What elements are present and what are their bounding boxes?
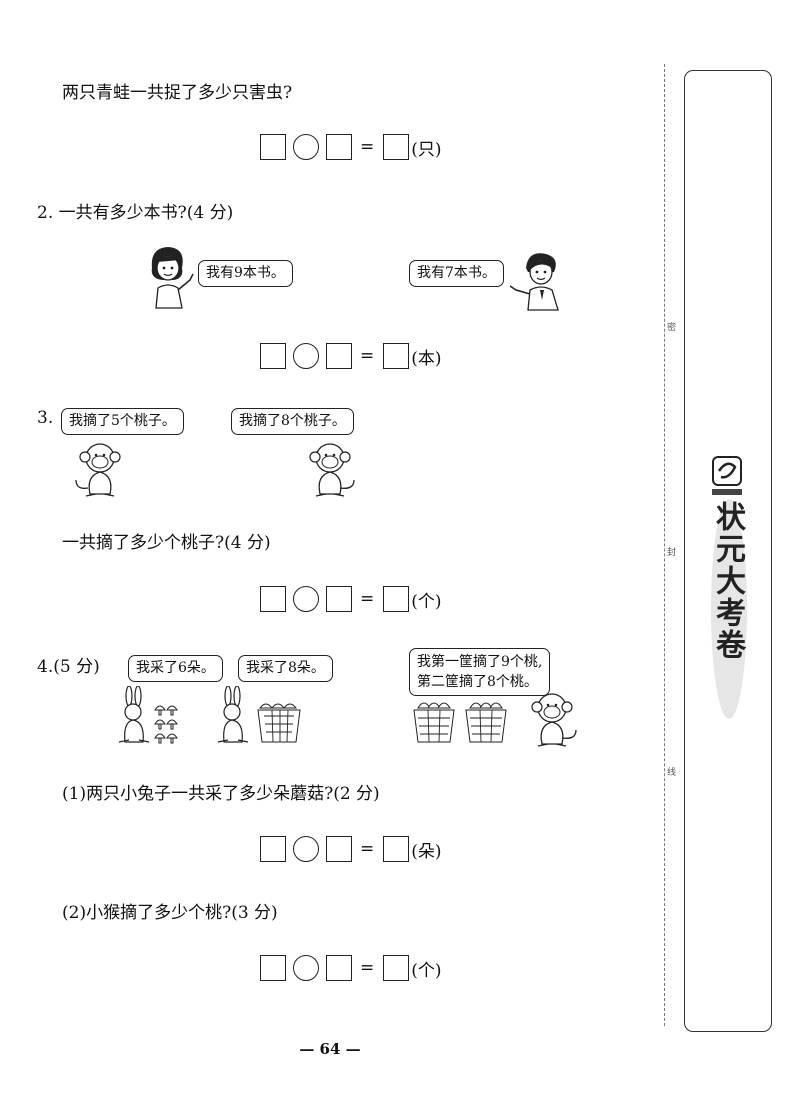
unit-label: (个) [411, 591, 442, 612]
monkey-illustration [75, 443, 121, 497]
question-1-text: 两只青蛙一共捉了多少只害虫? [62, 83, 293, 103]
result-box[interactable] [383, 134, 410, 160]
rabbit-with-mushrooms-illustration [118, 686, 178, 744]
operator-circle[interactable] [293, 955, 319, 981]
monkey-illustration [309, 443, 355, 497]
brand-logo [711, 456, 747, 719]
result-box[interactable] [383, 836, 410, 862]
page-number: — 64 — [299, 1040, 361, 1058]
result-box[interactable] [383, 955, 410, 981]
brand-logo-text: 状元大考卷 [710, 501, 745, 661]
equation-q1: = (只) [260, 133, 442, 161]
operator-circle[interactable] [293, 586, 319, 612]
equals-sign: = [360, 346, 375, 366]
unit-label: (朵) [411, 841, 442, 862]
answer-box[interactable] [260, 836, 286, 862]
binding-cut-line [664, 64, 665, 1026]
peach-baskets-illustration [413, 702, 507, 743]
speech-bubble-boy: 我有7本书。 [409, 260, 504, 287]
question-3-text: 一共摘了多少个桃子?(4 分) [62, 533, 271, 553]
operator-circle[interactable] [293, 343, 319, 369]
cut-label-feng: 封 [667, 548, 677, 558]
unit-label: (本) [411, 348, 442, 369]
answer-box[interactable] [326, 134, 352, 160]
equals-sign: = [360, 589, 375, 609]
rabbit-with-basket-illustration [217, 686, 301, 743]
speech-bubble-rabbit-2: 我采了8朵。 [238, 655, 333, 682]
equation-q4-2: = (个) [260, 954, 442, 982]
equation-q2: = (本) [260, 342, 442, 370]
sidebar-panel: 状元大考卷 [684, 70, 772, 1032]
operator-circle[interactable] [293, 134, 319, 160]
question-4-2-text: (2)小猴摘了多少个桃?(3 分) [62, 903, 278, 923]
question-3-number: 3. [37, 408, 54, 428]
boy-illustration [509, 253, 559, 311]
monkey-illustration [531, 693, 577, 747]
equals-sign: = [360, 958, 375, 978]
unit-label: (个) [411, 960, 442, 981]
equation-q3: = (个) [260, 585, 442, 613]
cut-label-mi: 密 [667, 323, 677, 333]
result-box[interactable] [383, 586, 410, 612]
answer-box[interactable] [260, 586, 286, 612]
unit-label: (只) [411, 139, 442, 160]
question-2-title: 2. 一共有多少本书?(4 分) [37, 203, 234, 223]
equals-sign: = [360, 137, 375, 157]
equals-sign: = [360, 839, 375, 859]
speech-bubble-girl: 我有9本书。 [198, 260, 293, 287]
answer-box[interactable] [260, 955, 286, 981]
answer-box[interactable] [326, 586, 352, 612]
speech-bubble-rabbit-1: 我采了6朵。 [128, 655, 223, 682]
equation-q4-1: = (朵) [260, 835, 442, 863]
girl-illustration [151, 247, 194, 309]
bubble-line-2: 第二筐摘了8个桃。 [417, 674, 538, 690]
bubble-line-1: 我第一筐摘了9个桃, [417, 654, 543, 670]
cut-label-xian: 线 [667, 768, 677, 778]
speech-bubble-monkey-1: 我摘了5个桃子。 [61, 408, 184, 435]
answer-box[interactable] [260, 134, 286, 160]
answer-box[interactable] [326, 836, 352, 862]
answer-box[interactable] [326, 955, 352, 981]
result-box[interactable] [383, 343, 410, 369]
question-4-1-text: (1)两只小兔子一共采了多少朵蘑菇?(2 分) [62, 784, 380, 804]
speech-bubble-monkey-2: 我摘了8个桃子。 [231, 408, 354, 435]
speech-bubble-monkey-baskets: 我第一筐摘了9个桃, 第二筐摘了8个桃。 [409, 648, 551, 696]
operator-circle[interactable] [293, 836, 319, 862]
answer-box[interactable] [326, 343, 352, 369]
answer-box[interactable] [260, 343, 286, 369]
question-4-title: 4.(5 分) [37, 657, 100, 677]
